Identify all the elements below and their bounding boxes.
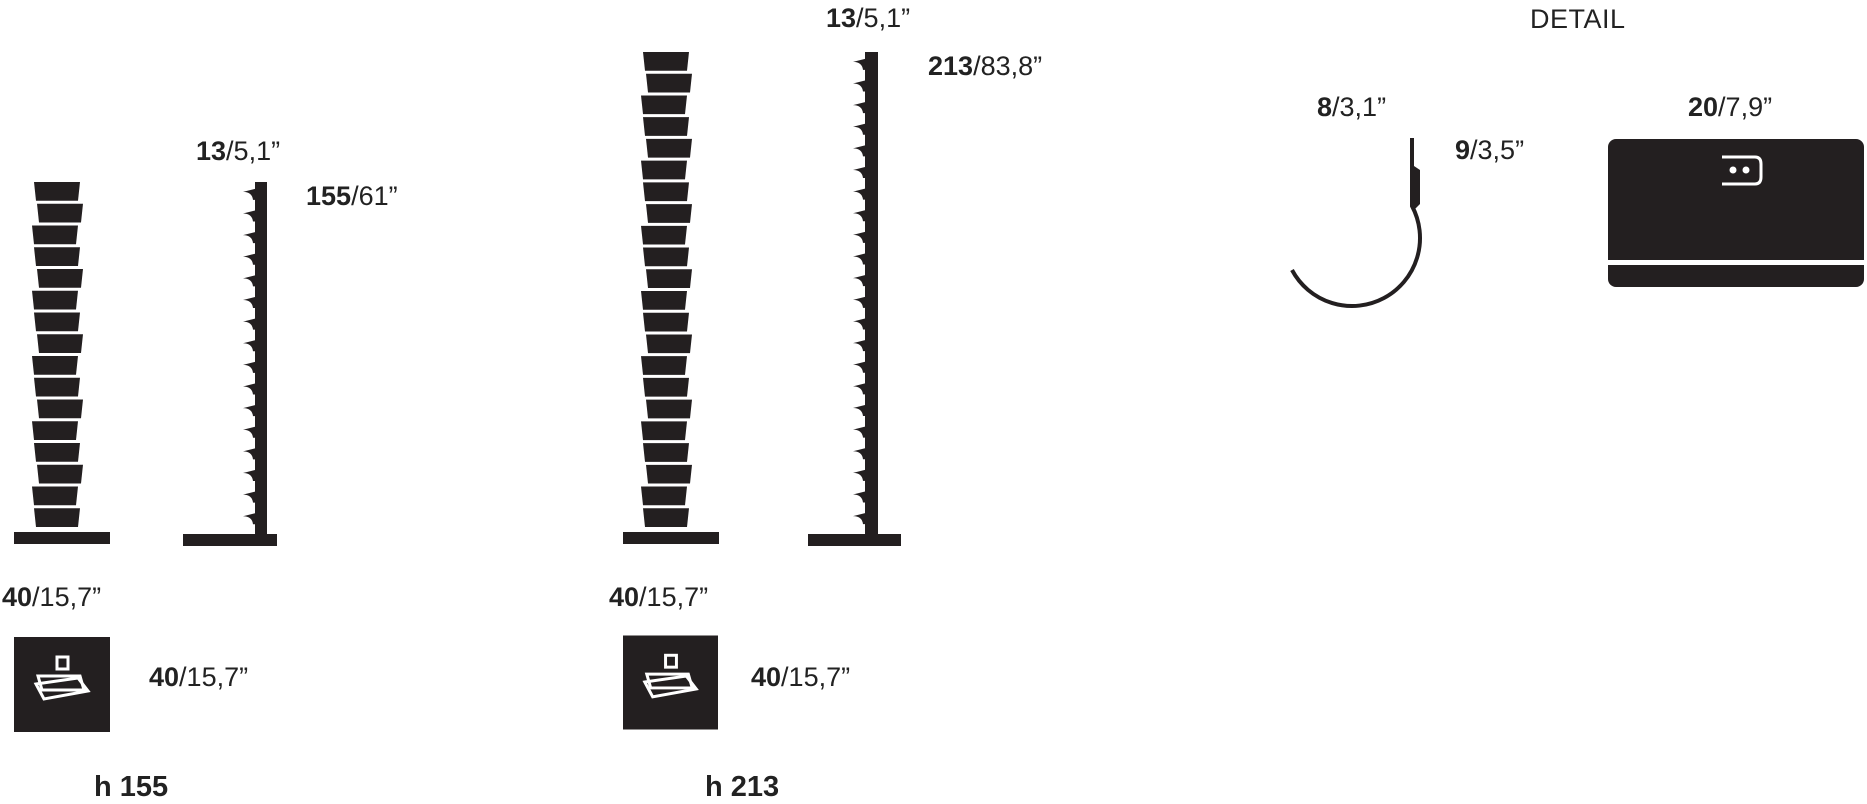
hook-depth-label: 8/3,1”: [1317, 92, 1387, 122]
shelf-hook-side: [853, 383, 865, 395]
shelf-book-front: [37, 203, 83, 223]
shelf-book-front: [32, 356, 78, 375]
shelf-hook-side: [853, 102, 865, 114]
detail-title: DETAIL: [1530, 4, 1626, 34]
shelf-hook-side: [853, 491, 865, 503]
shelf-book-front: [646, 464, 692, 484]
shelf-hook-side: [853, 513, 865, 525]
shelf-book-front: [641, 486, 687, 506]
shelf-hook-side: [853, 448, 865, 460]
base-width-label-h155: 40/15,7”: [2, 582, 102, 612]
shelf-hook-side: [853, 231, 865, 243]
shelf-hook-side: [243, 383, 255, 395]
shelf-book-front: [34, 312, 80, 332]
shelf-book-front: [643, 377, 689, 397]
height-label-h155: 155/61”: [306, 181, 398, 211]
shelf-book-front: [641, 291, 687, 310]
shelf-book-front: [34, 377, 80, 397]
shelf-hook-side: [243, 232, 255, 244]
shelf-hook-side: [243, 405, 255, 417]
shelf-hook-side: [853, 210, 865, 222]
shelf-book-front: [34, 247, 80, 266]
shelf-book-front: [32, 290, 78, 310]
shelf-hook-side: [853, 318, 865, 330]
shelf-hook-side: [853, 469, 865, 481]
shelf-book-front: [646, 334, 692, 354]
shelf-book-front: [641, 421, 687, 441]
shelf-book-front: [643, 247, 689, 267]
shelf-hook-side: [243, 296, 255, 308]
shelf-hook-side: [853, 167, 865, 178]
shelf-hook-side: [853, 405, 865, 416]
shelf-book-front: [37, 269, 83, 288]
shelf-hook-side: [853, 253, 865, 265]
shelf-book-front: [32, 225, 78, 245]
shelf-book-front: [643, 443, 689, 462]
shelf-book-front: [34, 508, 80, 527]
shelf-book-front: [646, 399, 692, 419]
shelf-hook-side: [853, 340, 865, 352]
shelf-hook-side: [243, 469, 255, 481]
shelf-book-front: [32, 486, 78, 506]
shelf-book-front: [643, 52, 689, 71]
shelf-book-front: [643, 117, 689, 136]
base-top-view-h155: [14, 637, 110, 732]
shelf-hook-side: [853, 275, 865, 287]
height-label-h213: 213/83,8”: [928, 51, 1043, 81]
shelf-width-label: 20/7,9”: [1688, 92, 1773, 122]
shelf-hook-side: [853, 145, 865, 157]
shelf-hook-side: [853, 361, 865, 373]
base-depth-label-h155: 40/15,7”: [149, 662, 249, 692]
shelf-hook-side: [853, 426, 865, 438]
shelf-front-detail: [1608, 139, 1864, 287]
base-width-label-h213: 40/15,7”: [609, 582, 709, 612]
shelf-hook-side: [243, 188, 255, 200]
model-caption-h213: h 213: [705, 771, 780, 803]
depth-label-h155: 13/5,1”: [196, 136, 281, 166]
shelf-book-front: [37, 399, 83, 419]
shelf-hook-side: [853, 58, 865, 70]
shelf-hook-side: [243, 275, 255, 287]
shelf-hook-side: [853, 296, 865, 308]
shelf-book-front: [641, 160, 687, 180]
shelf-hook-side: [243, 491, 255, 503]
shelf-book-front: [643, 508, 689, 527]
shelf-hook-side: [853, 123, 865, 135]
model-caption-h155: h 155: [94, 771, 169, 803]
shelf-hook-side: [243, 210, 255, 222]
base-depth-label-h213: 40/15,7”: [751, 662, 851, 692]
shelf-hook-side: [243, 426, 255, 438]
bookcase-front-view-h213: [623, 52, 719, 544]
shelf-hook-side: [243, 340, 255, 352]
shelf-hook-side-detail: [1290, 138, 1422, 308]
shelf-book-front: [641, 225, 687, 245]
hook-height-label: 9/3,5”: [1455, 135, 1525, 165]
shelf-hook-side: [243, 448, 255, 460]
shelf-book-front: [37, 334, 83, 353]
shelf-hook-side: [853, 80, 865, 92]
shelf-book-front: [646, 269, 692, 288]
depth-label-h213: 13/5,1”: [826, 3, 911, 33]
bookcase-front-view-h155: [14, 182, 110, 544]
shelf-book-front: [34, 182, 80, 201]
shelf-hook-side: [853, 188, 865, 200]
bookcase-side-view-h213: [808, 52, 901, 546]
shelf-book-front: [641, 95, 687, 115]
base-top-view-h213: [623, 635, 718, 730]
shelf-book-front: [32, 421, 78, 440]
shelf-book-front: [643, 182, 689, 202]
shelf-book-front: [641, 356, 687, 375]
shelf-book-front: [37, 464, 83, 484]
shelf-hook-side: [243, 361, 255, 373]
shelf-book-front: [646, 138, 692, 158]
bookcase-side-view-h155: [183, 182, 277, 546]
shelf-book-front: [643, 312, 689, 332]
shelf-hook-side: [243, 318, 255, 330]
shelf-book-front: [34, 443, 80, 462]
shelf-hook-side: [243, 253, 255, 265]
shelf-book-front: [646, 73, 692, 93]
shelf-hook-side: [243, 513, 255, 525]
shelf-book-front: [646, 204, 692, 223]
